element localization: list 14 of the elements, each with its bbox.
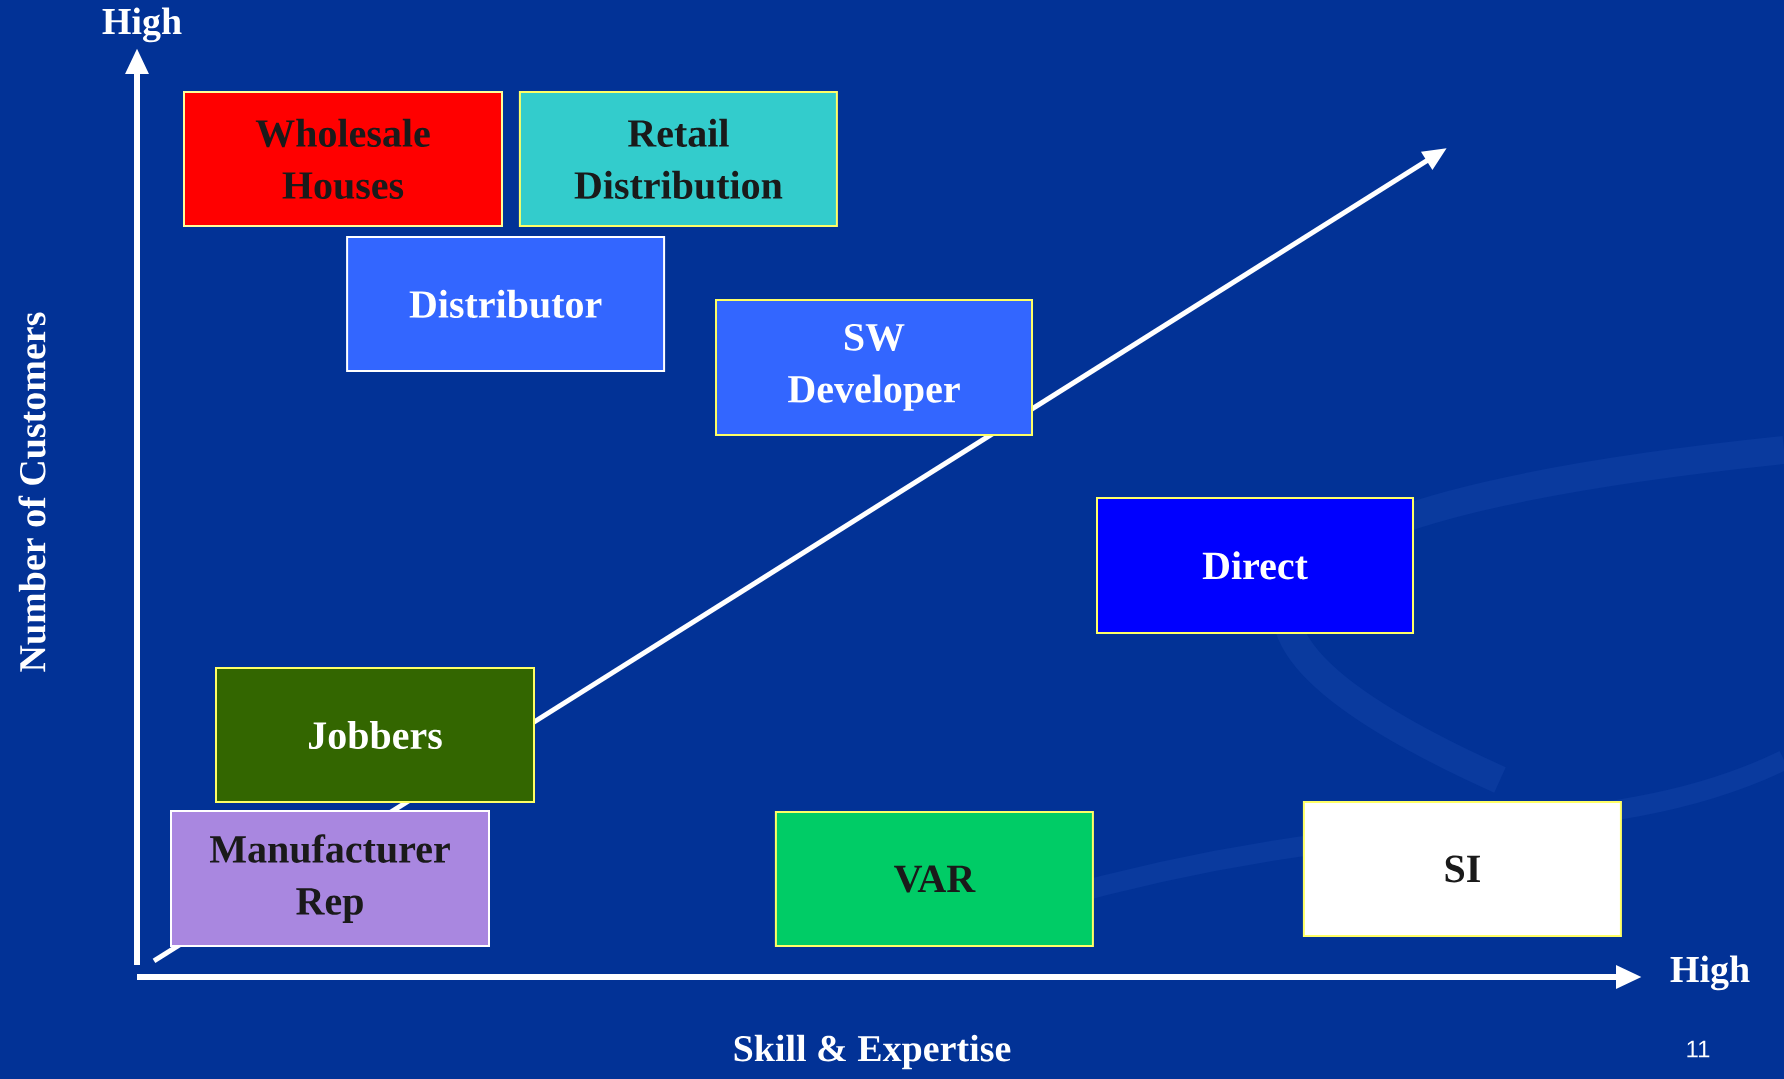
channel-box: SI [1302, 801, 1622, 937]
channel-box: Direct [1096, 496, 1414, 634]
channel-box: SW Developer [715, 298, 1033, 436]
axis-label: High [1670, 955, 1750, 991]
channel-box: Wholesale Houses [183, 91, 503, 227]
channel-box: VAR [774, 811, 1094, 947]
channel-box: Manufacturer Rep [170, 810, 490, 948]
channel-box: Retail Distribution [518, 91, 838, 227]
axis-label: Skill & Expertise [734, 1034, 1011, 1070]
page-number: 11 [1687, 1040, 1710, 1058]
axis-label: Number of Customers [18, 312, 46, 672]
axis-label: High [102, 7, 182, 43]
channel-box: Jobbers [215, 667, 535, 803]
channel-box: Distributor [346, 236, 666, 372]
